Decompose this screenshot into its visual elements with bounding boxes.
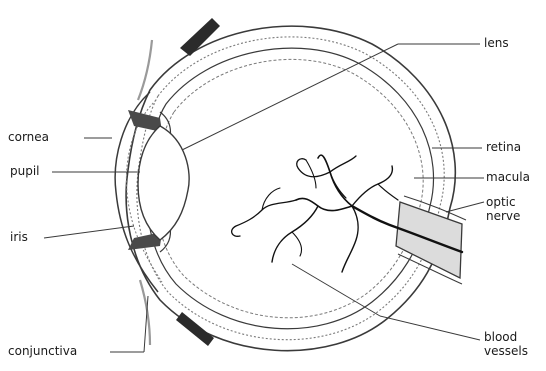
label-pupil: pupil [10, 165, 40, 178]
label-optic-nerve-line2: nerve [486, 210, 520, 223]
label-conjunctiva: conjunctiva [8, 345, 77, 358]
label-optic-nerve-line1: optic [486, 196, 516, 209]
label-lens: lens [484, 37, 509, 50]
blood-vessels-leader-tail [380, 316, 480, 340]
label-blood-vessels-line1: blood [484, 331, 517, 344]
lens-shape [138, 126, 189, 240]
iris-leader [44, 226, 134, 238]
label-retina: retina [486, 141, 521, 154]
lower-muscle [176, 312, 214, 346]
label-blood-vessels-line2: vessels [484, 345, 528, 358]
retina-layer [147, 48, 434, 329]
label-cornea: cornea [8, 131, 49, 144]
label-macula: macula [486, 171, 530, 184]
leader-lines [44, 44, 484, 352]
upper-muscle [180, 18, 220, 56]
label-iris: iris [10, 231, 28, 244]
blood-vessels-leader [292, 264, 380, 316]
